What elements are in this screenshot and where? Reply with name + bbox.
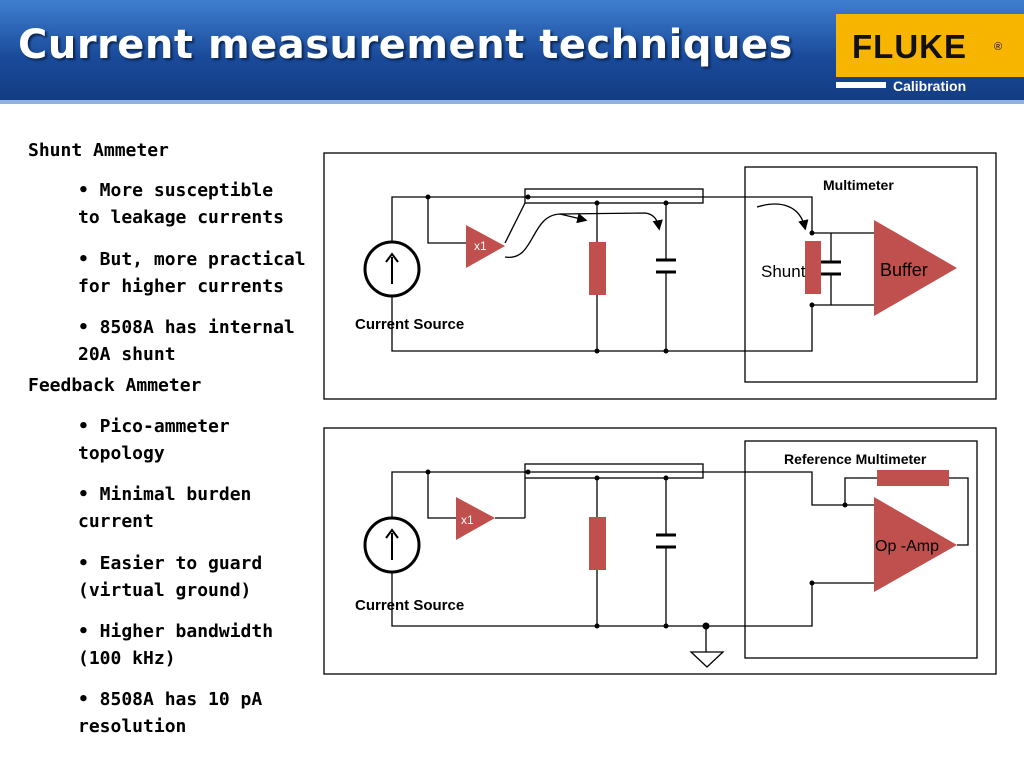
bottom-multimeter-label: Reference Multimeter <box>784 451 927 467</box>
shunt-ammeter-heading: Shunt Ammeter <box>28 140 169 161</box>
top-diagram-frame <box>323 152 997 400</box>
top-wire-low <box>391 297 813 352</box>
feedback-bullet-2: • Minimal burden current <box>78 484 252 532</box>
top-junction-dots <box>425 194 815 354</box>
bottom-current-source-label: Current Source <box>355 597 464 614</box>
top-wire-amp-in <box>427 197 468 244</box>
feedback-resistor <box>877 470 949 486</box>
logo-box <box>836 14 1024 77</box>
shunt-bullet-2: • But, more practical for higher current… <box>78 249 306 297</box>
bottom-wire-low <box>391 572 875 627</box>
header-divider <box>0 100 1024 104</box>
logo-bar <box>836 82 886 88</box>
shunt-label: Shunt <box>761 262 806 281</box>
top-leakage-resistor <box>589 242 606 295</box>
bottom-leakage-resistor <box>589 517 606 570</box>
op-amp-label: Op -Amp <box>875 538 939 555</box>
feedback-bullet-4: • Higher bandwidth (100 kHz) <box>78 621 274 669</box>
op-amp <box>874 497 957 592</box>
top-wire-amp-out <box>504 202 526 244</box>
feedback-bullet-1: • Pico-ammeter topology <box>78 416 230 464</box>
bottom-guard-bar <box>524 463 704 479</box>
top-guard-bar <box>524 188 704 204</box>
bottom-junction-dots <box>425 469 848 630</box>
fluke-logo: FLUKE ® Calibration <box>836 14 1024 94</box>
bottom-multimeter-box <box>744 440 978 659</box>
bottom-x1-amplifier <box>456 497 495 540</box>
feedback-bullet-3: • Easier to guard (virtual ground) <box>78 553 263 601</box>
buffer-label: Buffer <box>880 260 928 280</box>
top-current-arrow-2 <box>559 212 663 231</box>
ground-symbol <box>689 651 725 668</box>
top-current-source-label: Current Source <box>355 316 464 333</box>
logo-brand: FLUKE <box>852 28 967 65</box>
feedback-wire-left <box>844 477 877 505</box>
top-current-arrow-3 <box>756 203 809 231</box>
top-buffer-amplifier <box>874 220 957 316</box>
shunt-ammeter-diagram <box>323 152 997 400</box>
slide-title: Current measurement techniques <box>18 22 793 68</box>
feedback-wire-right <box>949 477 969 546</box>
shunt-bullet-1: • More susceptible to leakage currents <box>78 180 284 228</box>
top-current-arrow-1 <box>504 213 588 258</box>
feedback-bullet-5: • 8508A has 10 pA resolution <box>78 689 263 737</box>
top-multimeter-label: Multimeter <box>823 177 894 193</box>
top-amp-label: x1 <box>474 239 487 253</box>
top-wire-high <box>391 196 813 241</box>
feedback-ammeter-heading: Feedback Ammeter <box>28 375 202 396</box>
shunt-bullet-3: • 8508A has internal 20A shunt <box>78 317 295 365</box>
bottom-amp-label: x1 <box>461 513 474 527</box>
logo-registered-mark: ® <box>994 41 1003 53</box>
feedback-ammeter-diagram <box>323 427 997 675</box>
top-shunt-resistor <box>805 241 821 294</box>
top-x1-amplifier <box>466 225 505 268</box>
bottom-diagram-frame <box>323 427 997 675</box>
logo-subtitle: Calibration <box>893 78 967 94</box>
bottom-wire-high <box>391 471 875 518</box>
top-multimeter-box <box>744 166 978 383</box>
